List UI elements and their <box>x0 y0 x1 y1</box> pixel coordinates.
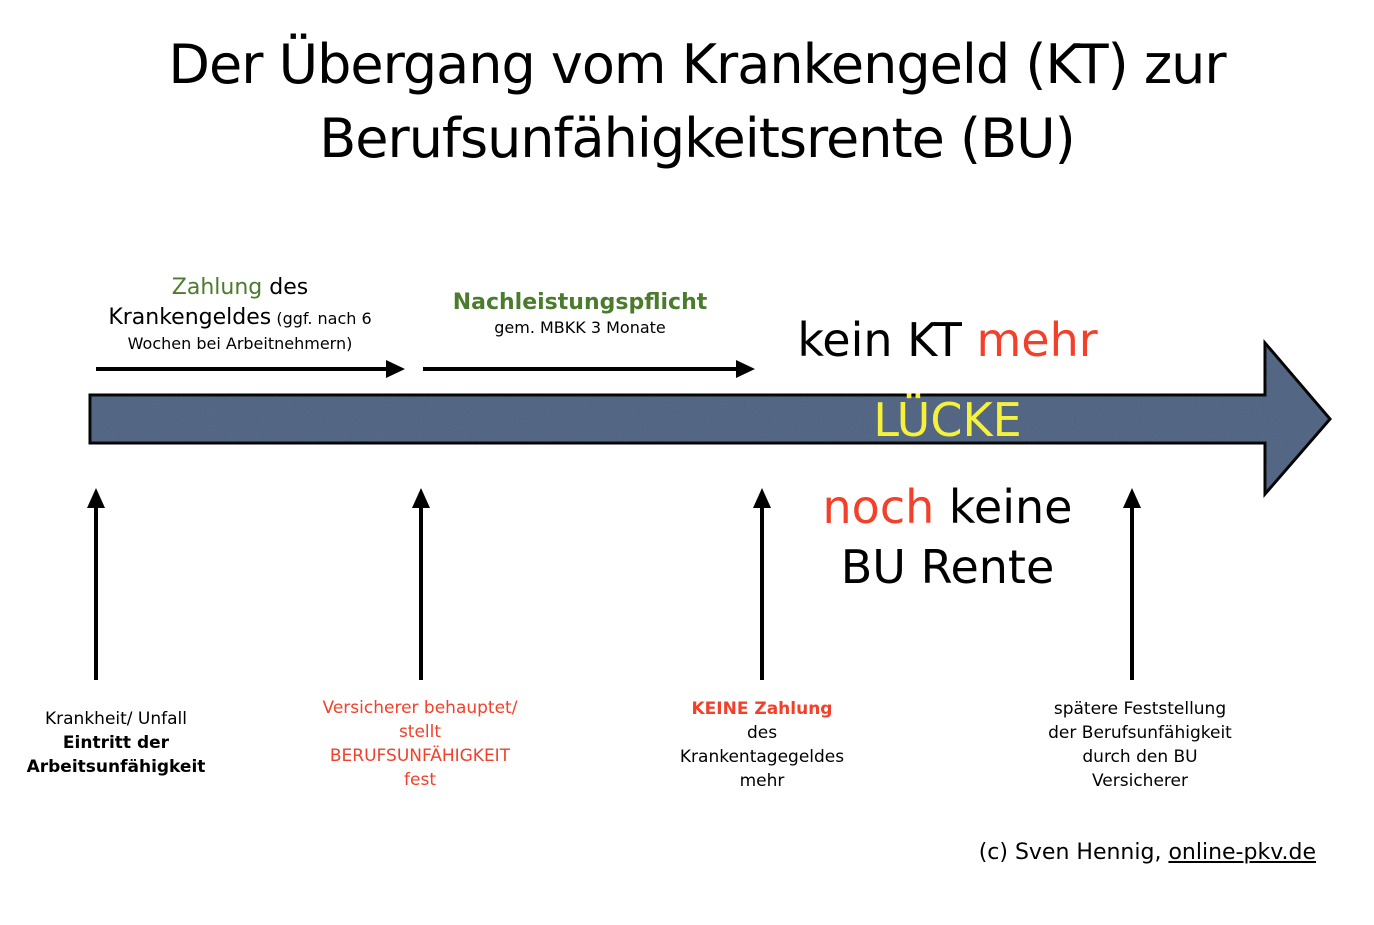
event-1-line1: Krankheit/ Unfall <box>45 709 187 729</box>
event-arrow-3 <box>753 488 771 680</box>
timeline-arrow <box>88 338 1332 499</box>
event-4-line1: spätere Feststellung <box>1053 699 1227 719</box>
zahlung-line3: Wochen bei Arbeitnehmern) <box>127 334 353 353</box>
mehr-text: mehr <box>976 313 1098 367</box>
title-line-2: Berufsunfähigkeitsrente (BU) <box>319 107 1076 170</box>
event-arrow-4 <box>1123 488 1141 680</box>
credit-link[interactable]: online-pkv.de <box>1168 840 1316 865</box>
event-3-line4: mehr <box>739 771 785 791</box>
label-zahlung: Zahlung des Krankengeldes (ggf. nach 6 W… <box>90 273 390 354</box>
zahlung-line2-small: (ggf. nach 6 <box>271 309 372 328</box>
noch-keine-bu-rente: noch keine BU Rente <box>760 477 1135 597</box>
title-line-1: Der Übergang vom Krankengeld (KT) zur <box>168 33 1226 96</box>
event-3-line1: KEINE Zahlung <box>691 699 833 719</box>
kein-kt-text: kein KT <box>797 313 977 367</box>
event-3-line2: des <box>746 723 778 743</box>
page-title: Der Übergang vom Krankengeld (KT) zur Be… <box>0 28 1374 176</box>
event-2-line4: fest <box>404 770 436 790</box>
event-4-line3: durch den BU <box>1082 747 1198 767</box>
event-1-line3: Arbeitsunfähigkeit <box>26 757 206 777</box>
zahlung-highlight: Zahlung <box>171 275 263 300</box>
event-1-line2: Eintritt der <box>62 733 170 753</box>
event-4-line2: der Berufsunfähigkeit <box>1048 723 1232 743</box>
event-3-line3: Krankentagegeldes <box>679 747 845 767</box>
event-label-4: spätere Feststellung der Berufsunfähigke… <box>1020 697 1260 793</box>
event-2-line1: Versicherer behauptet/ <box>322 698 518 718</box>
kein-kt-mehr: kein KT mehr <box>760 310 1135 370</box>
period-arrow-nachleistung <box>423 360 755 378</box>
label-nachleistung: Nachleistungspflicht gem. MBKK 3 Monate <box>420 288 740 338</box>
nachleistung-title: Nachleistungspflicht <box>452 290 708 315</box>
event-label-2: Versicherer behauptet/ stellt BERUFSUNFÄ… <box>300 696 540 792</box>
period-arrow-krankengeld <box>96 360 405 378</box>
credit: (c) Sven Hennig, online-pkv.de <box>979 838 1316 868</box>
nachleistung-subtitle: gem. MBKK 3 Monate <box>494 318 666 337</box>
event-arrow-1 <box>87 488 105 680</box>
event-arrow-2 <box>412 488 430 680</box>
event-2-line3: BERUFSUNFÄHIGKEIT <box>329 746 511 766</box>
zahlung-line2: Krankengeldes <box>108 305 272 330</box>
event-label-3: KEINE Zahlung des Krankentagegeldes mehr <box>652 697 872 793</box>
luecke-label: LÜCKE <box>873 393 1022 447</box>
event-2-line2: stellt <box>398 722 442 742</box>
noch-text: noch <box>822 480 935 534</box>
zahlung-rest: des <box>262 275 309 300</box>
credit-text: (c) Sven Hennig, <box>978 840 1169 865</box>
event-label-1: Krankheit/ Unfall Eintritt der Arbeitsun… <box>16 707 216 779</box>
bu-rente-text: BU Rente <box>840 540 1055 594</box>
keine-text: keine <box>934 480 1073 534</box>
event-4-line4: Versicherer <box>1092 771 1188 791</box>
